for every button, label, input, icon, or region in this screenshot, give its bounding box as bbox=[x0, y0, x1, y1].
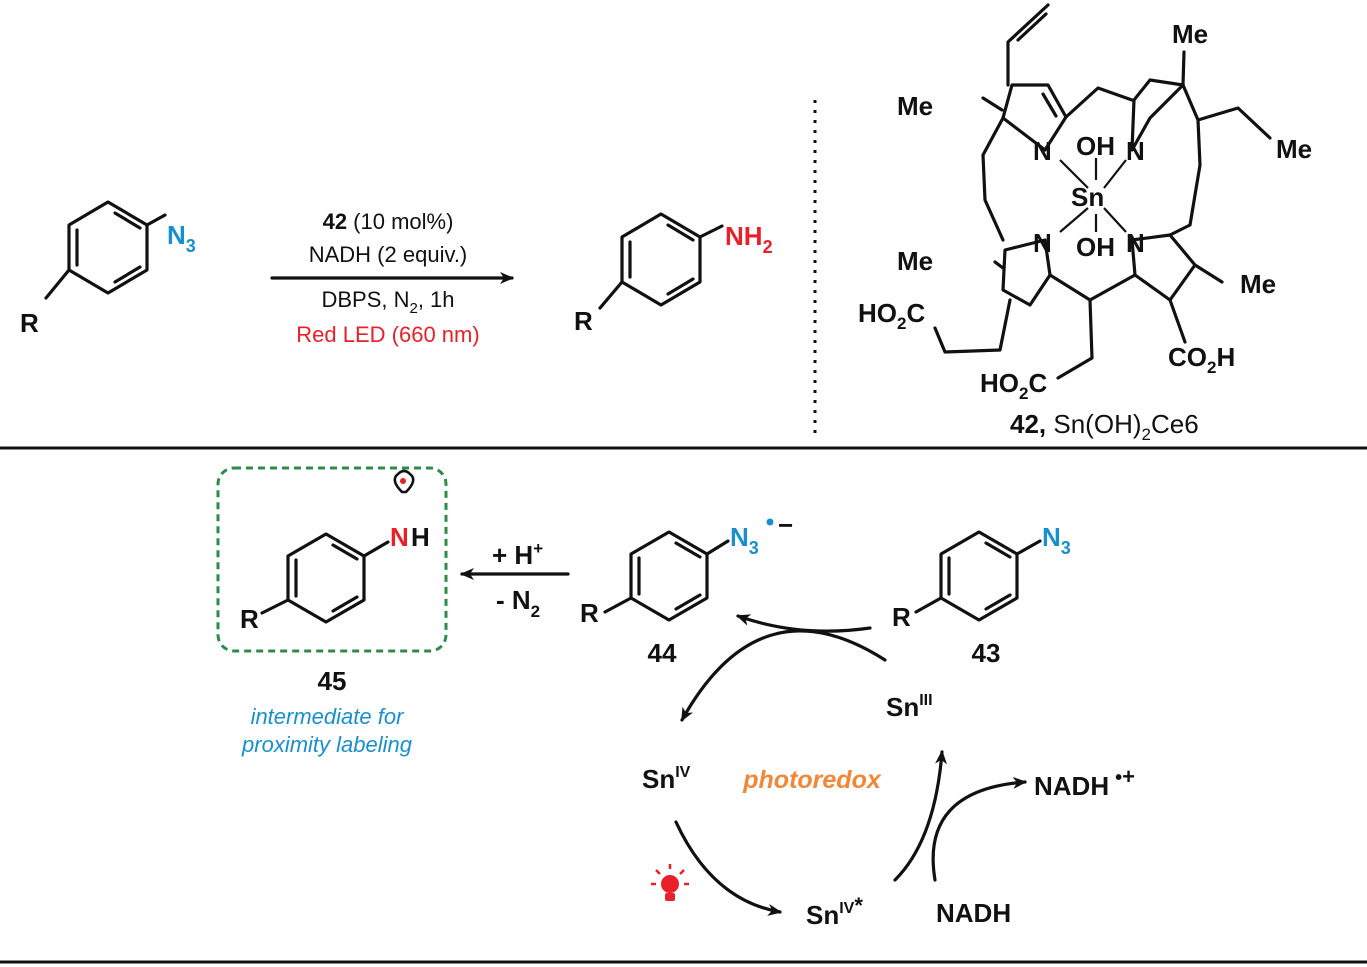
product-amine-label: NH2 bbox=[725, 221, 773, 257]
azide-43: N3 R bbox=[892, 522, 1071, 632]
electron-transfer-arrow bbox=[736, 614, 872, 633]
tin-center-label: Sn bbox=[1071, 182, 1104, 212]
intermediate-caption-line2: proximity labeling bbox=[241, 732, 413, 757]
reactant-azide-label: N3 bbox=[167, 220, 196, 256]
sn3-label: SnIII bbox=[886, 692, 933, 722]
compound-44-number: 44 bbox=[648, 638, 677, 668]
nadh-oxidation-arrow bbox=[931, 776, 1027, 882]
catalyst-42-structure bbox=[933, 3, 1272, 380]
protonation-label: + H+ bbox=[492, 539, 543, 570]
catalyst-42-labels: Me Me Me Me Me N N N N OH Sn OH HO2C HO2… bbox=[858, 19, 1312, 444]
reaction-conditions: 42 (10 mol%) NADH (2 equiv.) DBPS, N2, 1… bbox=[296, 209, 479, 347]
reactant-aryl-azide: R N3 bbox=[20, 200, 196, 338]
nitrene-n-label: N bbox=[390, 522, 409, 552]
catalyst-name-label: 42, Sn(OH)2Ce6 bbox=[1010, 409, 1199, 444]
methyl-label: Me bbox=[897, 246, 933, 276]
methyl-label: Me bbox=[1172, 19, 1208, 49]
pyrrole-nitrogen-label: N bbox=[1033, 228, 1052, 258]
reduction-arrow bbox=[893, 750, 948, 882]
intermediate-caption-line1: intermediate for bbox=[251, 704, 406, 729]
intermediate-45-r-label: R bbox=[240, 604, 259, 634]
condition-red-led: Red LED (660 nm) bbox=[296, 322, 479, 347]
methyl-label: Me bbox=[897, 91, 933, 121]
excitation-arrow bbox=[674, 820, 782, 916]
compound-43-number: 43 bbox=[972, 638, 1001, 668]
photoredox-label: photoredox bbox=[742, 766, 882, 794]
product-r-label: R bbox=[574, 306, 593, 336]
hydroxyl-bottom-label: OH bbox=[1076, 232, 1115, 262]
negative-charge-label: − bbox=[778, 510, 793, 540]
radical-dot-icon bbox=[400, 478, 406, 484]
methyl-label: Me bbox=[1240, 269, 1276, 299]
pyrrole-nitrogen-label: N bbox=[1126, 136, 1145, 166]
condition-solvent: DBPS, N2, 1h bbox=[321, 287, 454, 317]
radical-dot-icon bbox=[766, 518, 774, 526]
reactant-r-label: R bbox=[20, 308, 39, 338]
condition-reductant: NADH (2 equiv.) bbox=[309, 242, 468, 267]
oxidation-arc-arrow bbox=[680, 629, 887, 722]
condition-catalyst: 42 (10 mol%) bbox=[323, 209, 454, 234]
radical-anion-azide-label: N3 bbox=[730, 522, 759, 558]
azide-43-label: N3 bbox=[1042, 522, 1071, 558]
methyl-label: Me bbox=[1276, 134, 1312, 164]
n2-loss-label: - N2 bbox=[496, 585, 540, 621]
sn4-excited-label: SnIV* bbox=[806, 893, 863, 930]
hydroxyl-top-label: OH bbox=[1076, 131, 1115, 161]
radical-anion-r-label: R bbox=[580, 598, 599, 628]
highlight-box-45 bbox=[216, 466, 448, 653]
carboxyl-label-right: CO2H bbox=[1168, 342, 1235, 377]
nadh-label: NADH bbox=[936, 898, 1011, 928]
azide-43-r-label: R bbox=[892, 602, 911, 632]
compound-45-number: 45 bbox=[318, 666, 347, 696]
red-light-bulb-icon bbox=[651, 864, 689, 901]
radical-anion-44: N3 − R bbox=[580, 510, 793, 628]
pyrrole-nitrogen-label: N bbox=[1033, 136, 1052, 166]
nadh-radical-cation-label: NADH•+ bbox=[1034, 764, 1135, 801]
carboxyl-label-bottom: HO2C bbox=[980, 368, 1047, 403]
product-aniline: R NH2 bbox=[574, 212, 773, 336]
carboxyl-label-left: HO2C bbox=[858, 298, 925, 333]
nitrene-intermediate-45: N H R bbox=[240, 469, 430, 634]
pyrrole-nitrogen-label: N bbox=[1126, 228, 1145, 258]
nitrene-h-label: H bbox=[411, 522, 430, 552]
sn4-label: SnIV bbox=[642, 764, 691, 794]
